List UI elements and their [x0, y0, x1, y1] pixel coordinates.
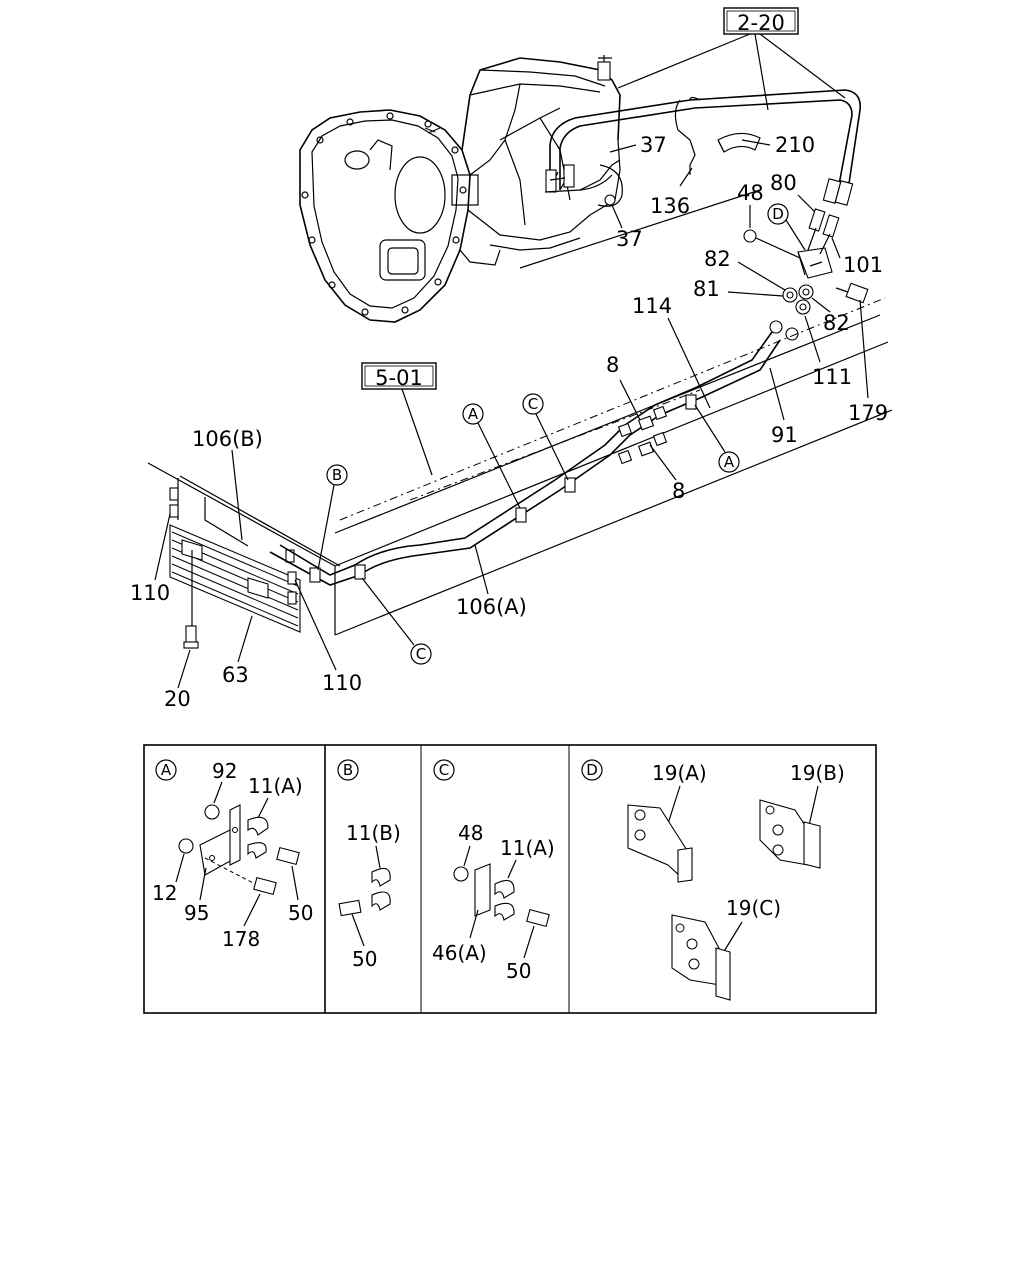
oil-cooler-icon: [169, 487, 301, 649]
svg-text:D: D: [772, 205, 784, 223]
callout-106a: 106(A): [456, 595, 527, 619]
ref-box-5-01[interactable]: 5-01: [361, 362, 437, 390]
callout-106b: 106(B): [192, 427, 263, 451]
panel-a-95: 95: [184, 901, 209, 925]
svg-text:D: D: [586, 761, 598, 779]
callout-group-pipes: 8 8 106(A): [456, 353, 685, 619]
detail-panel-d: D 19(A) 19(B) 19(C): [581, 759, 845, 1001]
callout-37-upper: 37: [640, 133, 667, 157]
callout-114: 114: [632, 294, 672, 318]
panel-c-50: 50: [506, 959, 531, 983]
callout-82-left: 82: [704, 247, 731, 271]
panel-d-19a: 19(A): [652, 761, 707, 785]
callout-136: 136: [650, 194, 690, 218]
ref-label-5-01: 5-01: [375, 366, 423, 390]
svg-text:C: C: [439, 761, 449, 779]
callout-179: 179: [848, 401, 888, 425]
marker-b[interactable]: B: [317, 464, 348, 571]
marker-c-bottom[interactable]: C: [361, 577, 432, 665]
ref-box-2-20[interactable]: 2-20: [723, 7, 799, 35]
callout-group-cooler: 106(B) 110 110 63 20: [130, 427, 362, 711]
transmission-housing-icon: [299, 55, 621, 323]
panel-c-11a: 11(A): [500, 836, 555, 860]
panel-c-46a: 46(A): [432, 941, 487, 965]
callout-group-upper: 37 37 210 136: [609, 133, 815, 251]
panel-a-50: 50: [288, 901, 313, 925]
marker-c-top[interactable]: C: [522, 393, 569, 481]
svg-text:A: A: [161, 761, 172, 779]
callout-111: 111: [812, 365, 852, 389]
svg-text:A: A: [724, 453, 735, 471]
panel-d-19b: 19(B): [790, 761, 845, 785]
callout-8-upper: 8: [606, 353, 619, 377]
callout-20: 20: [164, 687, 191, 711]
svg-text:C: C: [416, 645, 426, 663]
marker-a-left[interactable]: A: [462, 403, 521, 509]
bolt-icon: [276, 846, 300, 866]
panel-a-11a: 11(A): [248, 774, 303, 798]
callout-110-left: 110: [130, 581, 170, 605]
detail-panels: [143, 744, 877, 1014]
detail-panel-a: A 92 11(A) 12 95 50 178: [152, 759, 313, 951]
callout-91: 91: [771, 423, 798, 447]
callout-80: 80: [770, 171, 797, 195]
fittings-right-icon: [743, 208, 869, 341]
callout-82-right: 82: [823, 311, 850, 335]
panel-b-11b: 11(B): [346, 821, 401, 845]
callout-110-right: 110: [322, 671, 362, 695]
panel-a-178: 178: [222, 927, 260, 951]
cooler-pipes-icon: [269, 331, 781, 586]
ref-label-2-20: 2-20: [737, 11, 785, 35]
detail-panel-b: B 11(B) 50: [337, 759, 401, 971]
callout-101: 101: [843, 253, 883, 277]
detail-panel-c: C 48 11(A) 46(A) 50: [432, 759, 555, 983]
marker-d-upper[interactable]: D: [767, 203, 806, 251]
transmission-oil-line-icon: [544, 89, 862, 207]
callout-group-right: 48 80 101 82 81 82 114 111 179 91: [632, 171, 888, 447]
callout-8-lower: 8: [672, 479, 685, 503]
callout-63: 63: [222, 663, 249, 687]
bracket-icon: [199, 829, 233, 876]
svg-text:A: A: [468, 405, 479, 423]
svg-text:C: C: [528, 395, 538, 413]
panel-a-92: 92: [212, 759, 237, 783]
panel-d-19c: 19(C): [726, 896, 781, 920]
svg-text:B: B: [343, 761, 353, 779]
panel-a-12: 12: [152, 881, 177, 905]
svg-text:B: B: [332, 466, 342, 484]
nut-icon: [204, 804, 220, 820]
panel-c-48: 48: [458, 821, 483, 845]
marker-a-right[interactable]: A: [694, 404, 740, 473]
panel-b-50: 50: [352, 947, 377, 971]
callout-81: 81: [693, 277, 720, 301]
callout-210: 210: [775, 133, 815, 157]
callout-37-lower: 37: [616, 227, 643, 251]
